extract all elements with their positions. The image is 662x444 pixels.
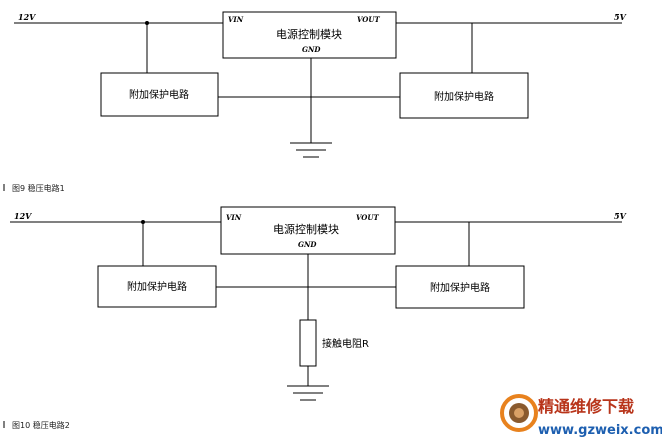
input-voltage-label: 12V bbox=[18, 12, 36, 22]
left-protection-box bbox=[100, 72, 219, 117]
right-protection-label: 附加保护电路 bbox=[430, 281, 490, 294]
right-protection-label: 附加保护电路 bbox=[434, 90, 494, 103]
module-label: 电源控制模块 bbox=[273, 222, 339, 236]
ground-symbol bbox=[290, 142, 332, 158]
contact-resistor bbox=[299, 319, 317, 367]
module-label: 电源控制模块 bbox=[276, 27, 342, 41]
figure-caption: 图9 稳压电路1 bbox=[12, 183, 65, 193]
input-voltage-label: 12V bbox=[14, 211, 32, 221]
gnd-pin-label: GND bbox=[298, 240, 317, 249]
vout-pin-label: VOUT bbox=[357, 15, 381, 24]
right-protection-box bbox=[399, 72, 529, 119]
watermark-url: www.gzweix.com bbox=[538, 423, 662, 438]
resistor-label: 接触电阻R bbox=[322, 337, 369, 350]
vin-pin-label: VIN bbox=[226, 213, 242, 222]
watermark: 精通维修下载 www.gzweix.com bbox=[500, 394, 662, 438]
vin-pin-label: VIN bbox=[228, 15, 244, 24]
watermark-name: 精通维修下载 bbox=[538, 397, 634, 416]
ground-symbol bbox=[287, 385, 329, 401]
gnd-pin-label: GND bbox=[302, 45, 321, 54]
watermark-logo-icon bbox=[500, 394, 538, 432]
diagram-2 bbox=[10, 206, 622, 401]
left-protection-label: 附加保护电路 bbox=[127, 280, 187, 293]
output-voltage-label: 5V bbox=[614, 12, 627, 22]
power-control-module-box bbox=[222, 11, 397, 59]
figure-caption: 图10 稳压电路2 bbox=[12, 420, 70, 430]
diagram-1 bbox=[14, 11, 622, 158]
vout-pin-label: VOUT bbox=[356, 213, 380, 222]
left-protection-label: 附加保护电路 bbox=[129, 88, 189, 101]
output-voltage-label: 5V bbox=[614, 211, 627, 221]
